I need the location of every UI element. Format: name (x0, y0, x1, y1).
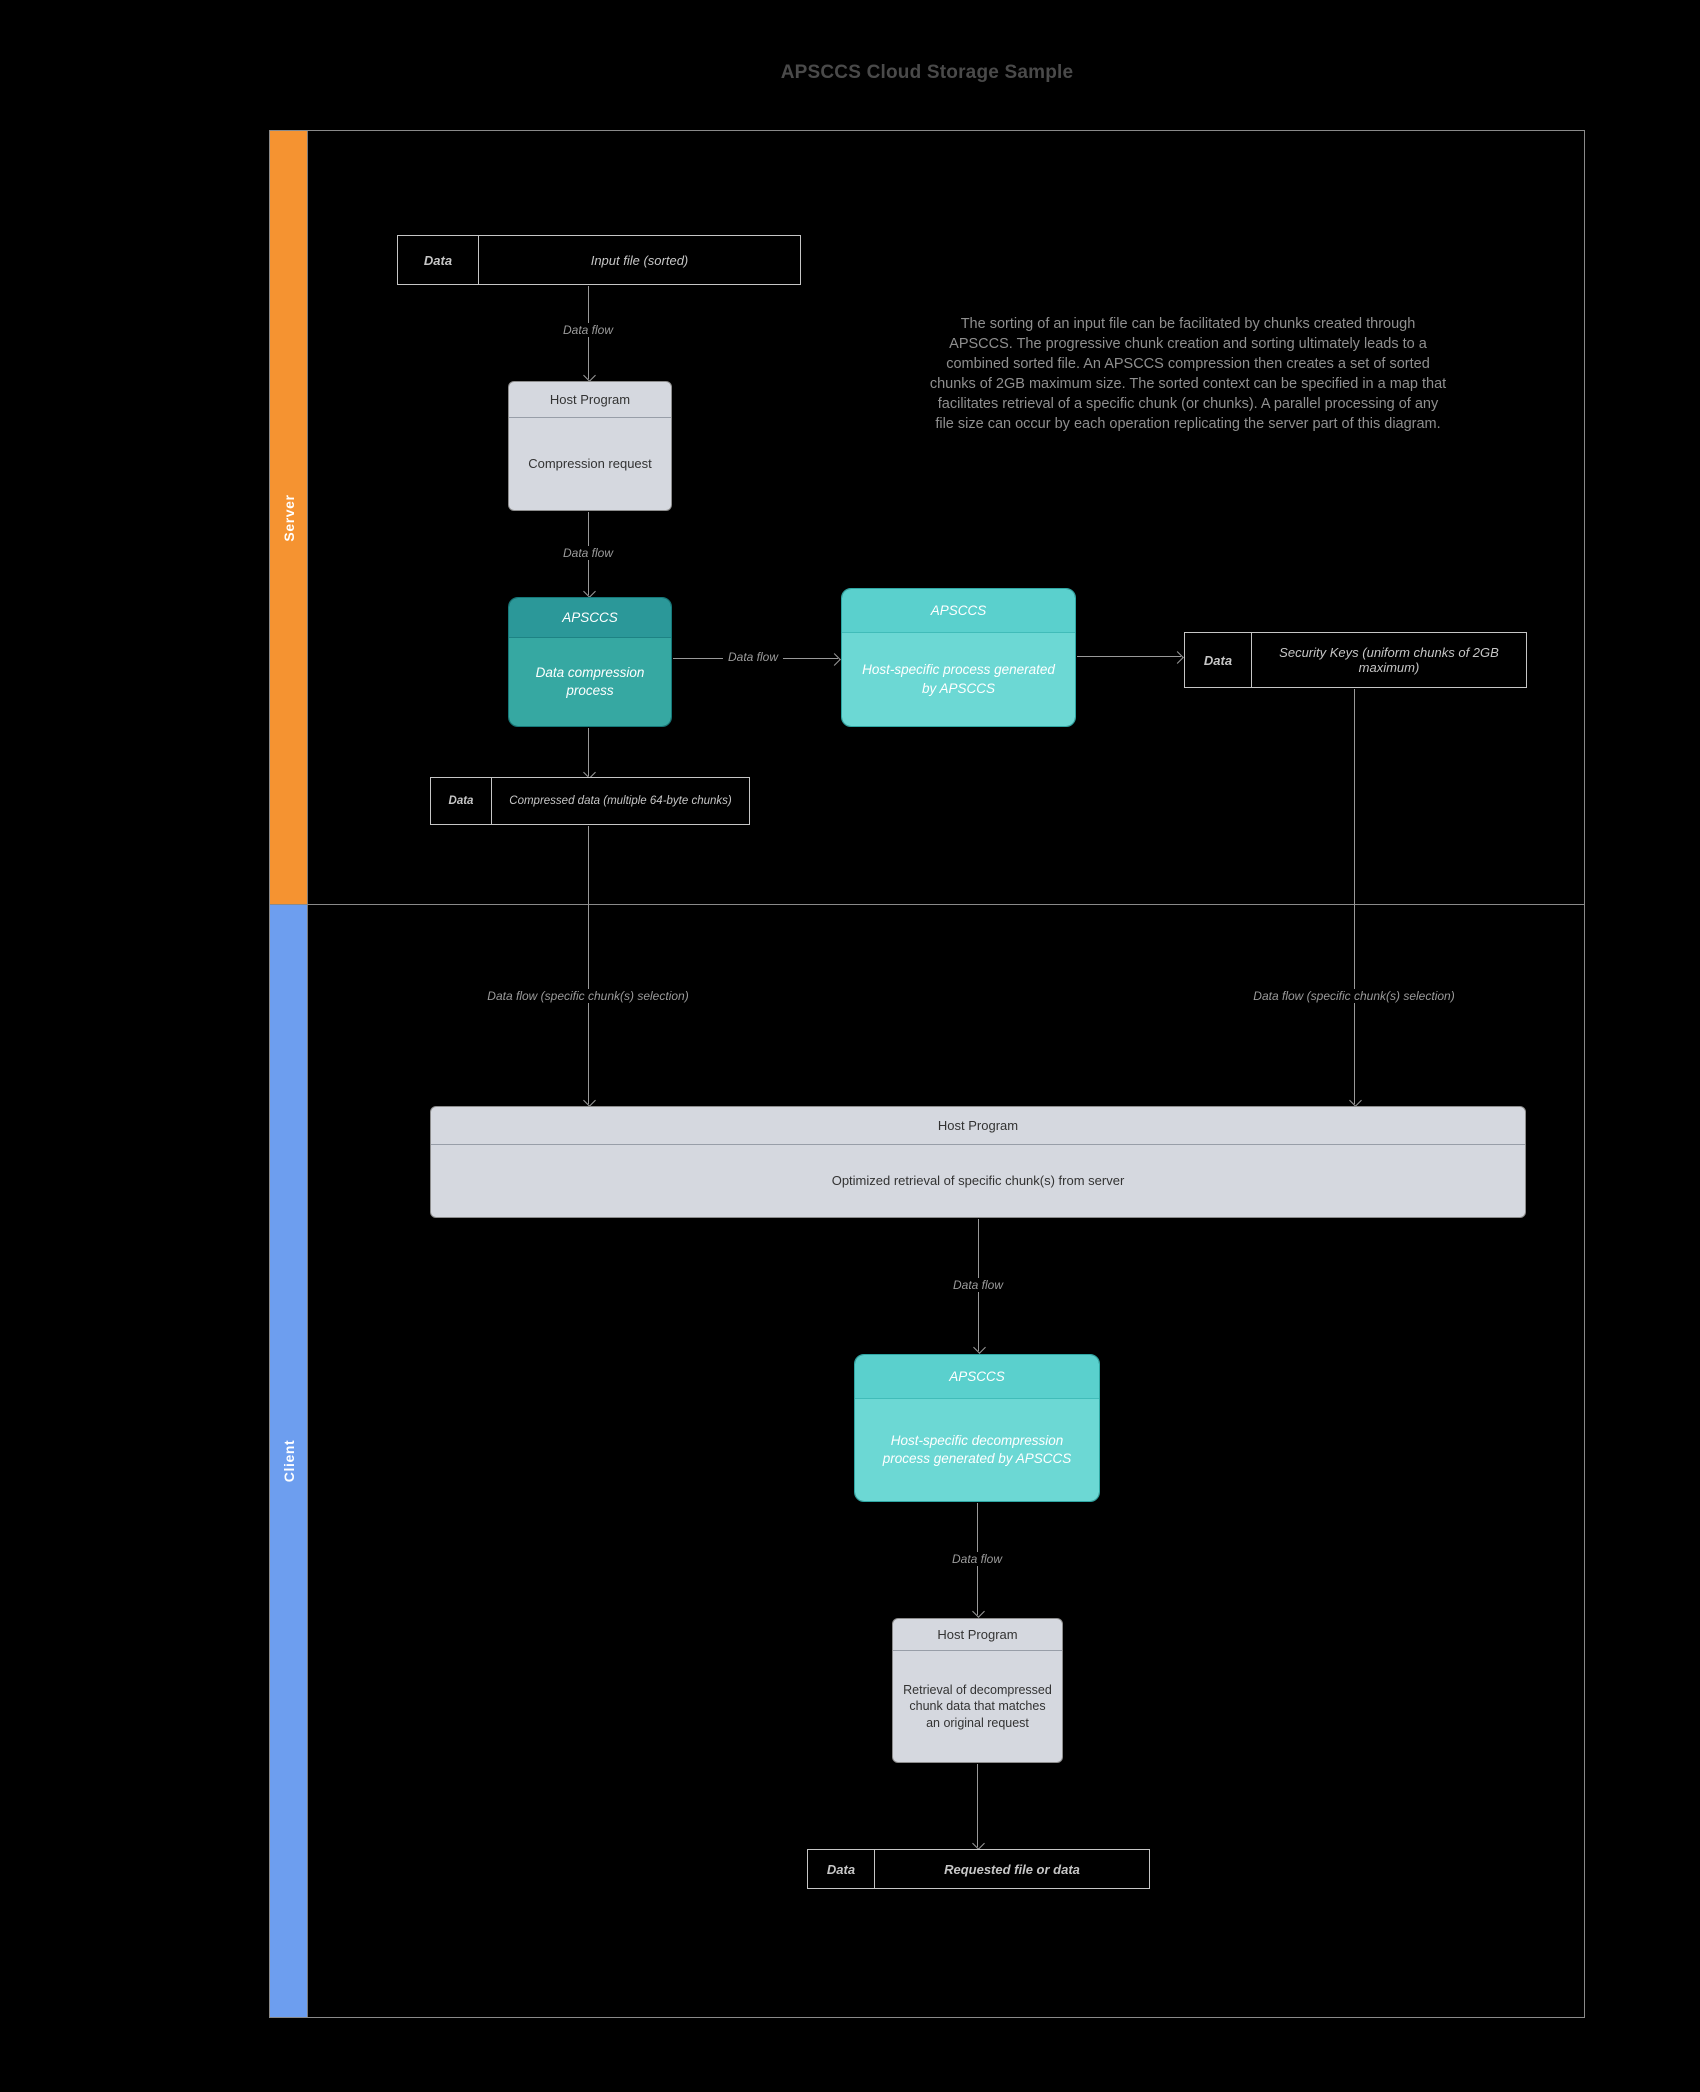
apsccs-header: APSCCS (855, 1355, 1099, 1399)
flow-label-data-flow: Data flow (947, 1278, 1009, 1292)
data-label: Requested file or data (944, 1861, 1080, 1877)
apsccs-body: Host-specific decompression process gene… (855, 1399, 1099, 1501)
process-host-decompressed: Host Program Retrieval of decompressed c… (892, 1618, 1063, 1763)
data-shape-requested-file: Data Requested file or data (807, 1849, 1150, 1889)
arrow-apsccs-to-security-keys (1077, 656, 1181, 657)
process-header: Host Program (509, 382, 671, 418)
data-tag: Data (398, 236, 479, 284)
lane-divider (270, 904, 1584, 905)
apsccs-host-process-box: APSCCS Host-specific process generated b… (841, 588, 1076, 727)
flow-label-data-flow: Data flow (557, 323, 619, 337)
process-header: Host Program (893, 1619, 1062, 1651)
apsccs-decompression-box: APSCCS Host-specific decompression proce… (854, 1354, 1100, 1502)
process-header: Host Program (431, 1107, 1525, 1145)
process-host-compression: Host Program Compression request (508, 381, 672, 511)
flow-label-chunk-selection: Data flow (specific chunk(s) selection) (1248, 989, 1460, 1003)
data-tag: Data (431, 778, 492, 824)
apsccs-header: APSCCS (842, 589, 1075, 633)
arrow-compressed-data-to-retrieval (588, 826, 589, 1104)
arrow-host-to-requested-file (977, 1764, 978, 1847)
process-body: Compression request (528, 455, 652, 471)
data-shape-compressed-data: Data Compressed data (multiple 64-byte c… (430, 777, 750, 825)
server-lane-band: Server (270, 131, 308, 904)
apsccs-body: Data compression process (509, 638, 671, 726)
flow-label-data-flow: Data flow (722, 650, 784, 664)
data-label: Compressed data (multiple 64-byte chunks… (509, 795, 732, 807)
data-tag: Data (1185, 633, 1252, 687)
arrow-security-keys-to-retrieval (1354, 689, 1355, 1104)
client-lane-label: Client (280, 1439, 297, 1483)
process-body: Optimized retrieval of specific chunk(s)… (831, 1172, 1125, 1188)
apsccs-header: APSCCS (509, 598, 671, 638)
server-lane-label: Server (280, 493, 297, 542)
data-shape-security-keys: Data Security Keys (uniform chunks of 2G… (1184, 632, 1527, 688)
diagram-frame: Server Client (269, 130, 1585, 2018)
apsccs-compression-box: APSCCS Data compression process (508, 597, 672, 727)
client-lane-band: Client (270, 905, 308, 2017)
data-label: Input file (sorted) (590, 252, 689, 268)
diagram-title: APSCCS Cloud Storage Sample (780, 62, 1074, 83)
flow-label-data-flow: Data flow (557, 546, 619, 560)
process-host-retrieval: Host Program Optimized retrieval of spec… (430, 1106, 1526, 1218)
flow-label-chunk-selection: Data flow (specific chunk(s) selection) (482, 989, 694, 1003)
process-body: Retrieval of decompressed chunk data tha… (903, 1683, 1052, 1730)
data-label: Security Keys (uniform chunks of 2GB max… (1279, 645, 1499, 675)
description-note: The sorting of an input file can be faci… (929, 316, 1447, 432)
flow-label-data-flow: Data flow (946, 1552, 1008, 1566)
apsccs-body: Host-specific process generated by APSCC… (842, 633, 1075, 726)
data-tag: Data (808, 1850, 875, 1888)
arrow-apsccs-to-compressed-data (588, 728, 589, 776)
data-shape-input-file: Data Input file (sorted) (397, 235, 801, 285)
